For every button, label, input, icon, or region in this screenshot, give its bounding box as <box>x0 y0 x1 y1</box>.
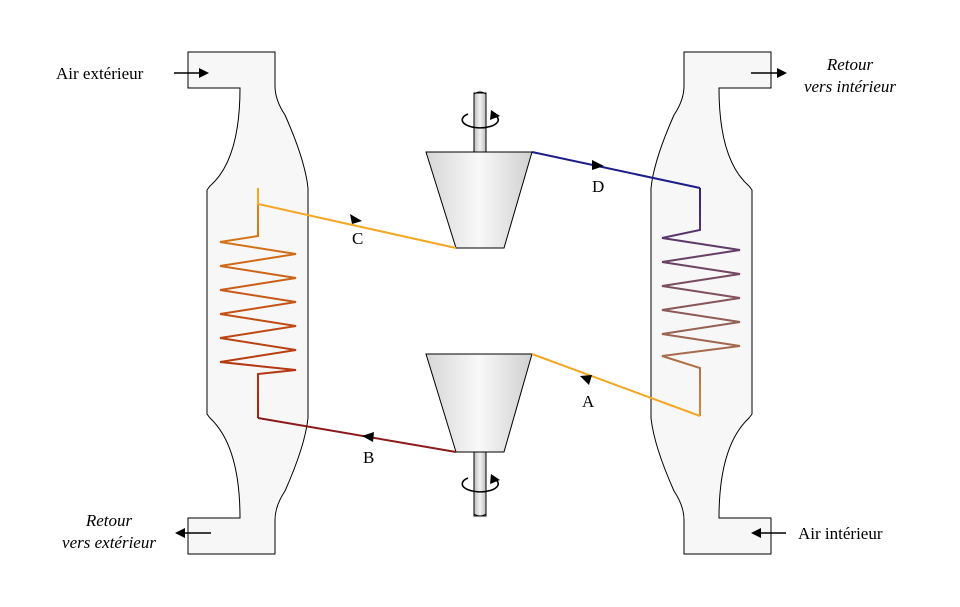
right-coil <box>661 188 741 416</box>
flow-arrow-icon <box>350 214 362 224</box>
upper-cone <box>425 151 533 249</box>
flow-arrow-icon <box>580 375 592 385</box>
return-outside-arrow <box>175 528 211 538</box>
left-exchanger-duct <box>187 51 309 555</box>
return-inside-arrow <box>751 68 787 78</box>
return-inside-label-2: vers intérieur <box>804 77 896 96</box>
point-d-label: D <box>592 177 604 196</box>
flow-arrow-icon <box>362 432 374 442</box>
lower-turbine <box>425 353 533 517</box>
outside-air-in-arrow <box>174 68 209 78</box>
pipe-b <box>257 417 457 453</box>
pipe-d <box>531 151 701 189</box>
rotation-arrow-icon <box>461 110 500 129</box>
return-inside-label-1: Retour <box>826 55 874 74</box>
pipe-c <box>257 188 457 249</box>
inside-air-in-arrow <box>751 528 786 538</box>
point-b-label: B <box>363 448 374 467</box>
rotation-arrow-icon <box>461 474 500 493</box>
return-outside-label-1: Retour <box>85 511 133 530</box>
point-c-label: C <box>352 229 363 248</box>
upper-shaft <box>473 92 487 154</box>
upper-turbine <box>425 91 533 249</box>
point-a-label: A <box>582 392 595 411</box>
inside-air-label: Air intérieur <box>798 524 883 543</box>
lower-cone <box>425 353 533 453</box>
left-coil <box>219 188 297 418</box>
outside-air-label: Air extérieur <box>56 64 144 83</box>
flow-arrow-icon <box>592 160 604 170</box>
return-outside-label-2: vers extérieur <box>62 533 156 552</box>
lower-shaft <box>473 449 487 517</box>
pipe-a <box>531 353 701 417</box>
